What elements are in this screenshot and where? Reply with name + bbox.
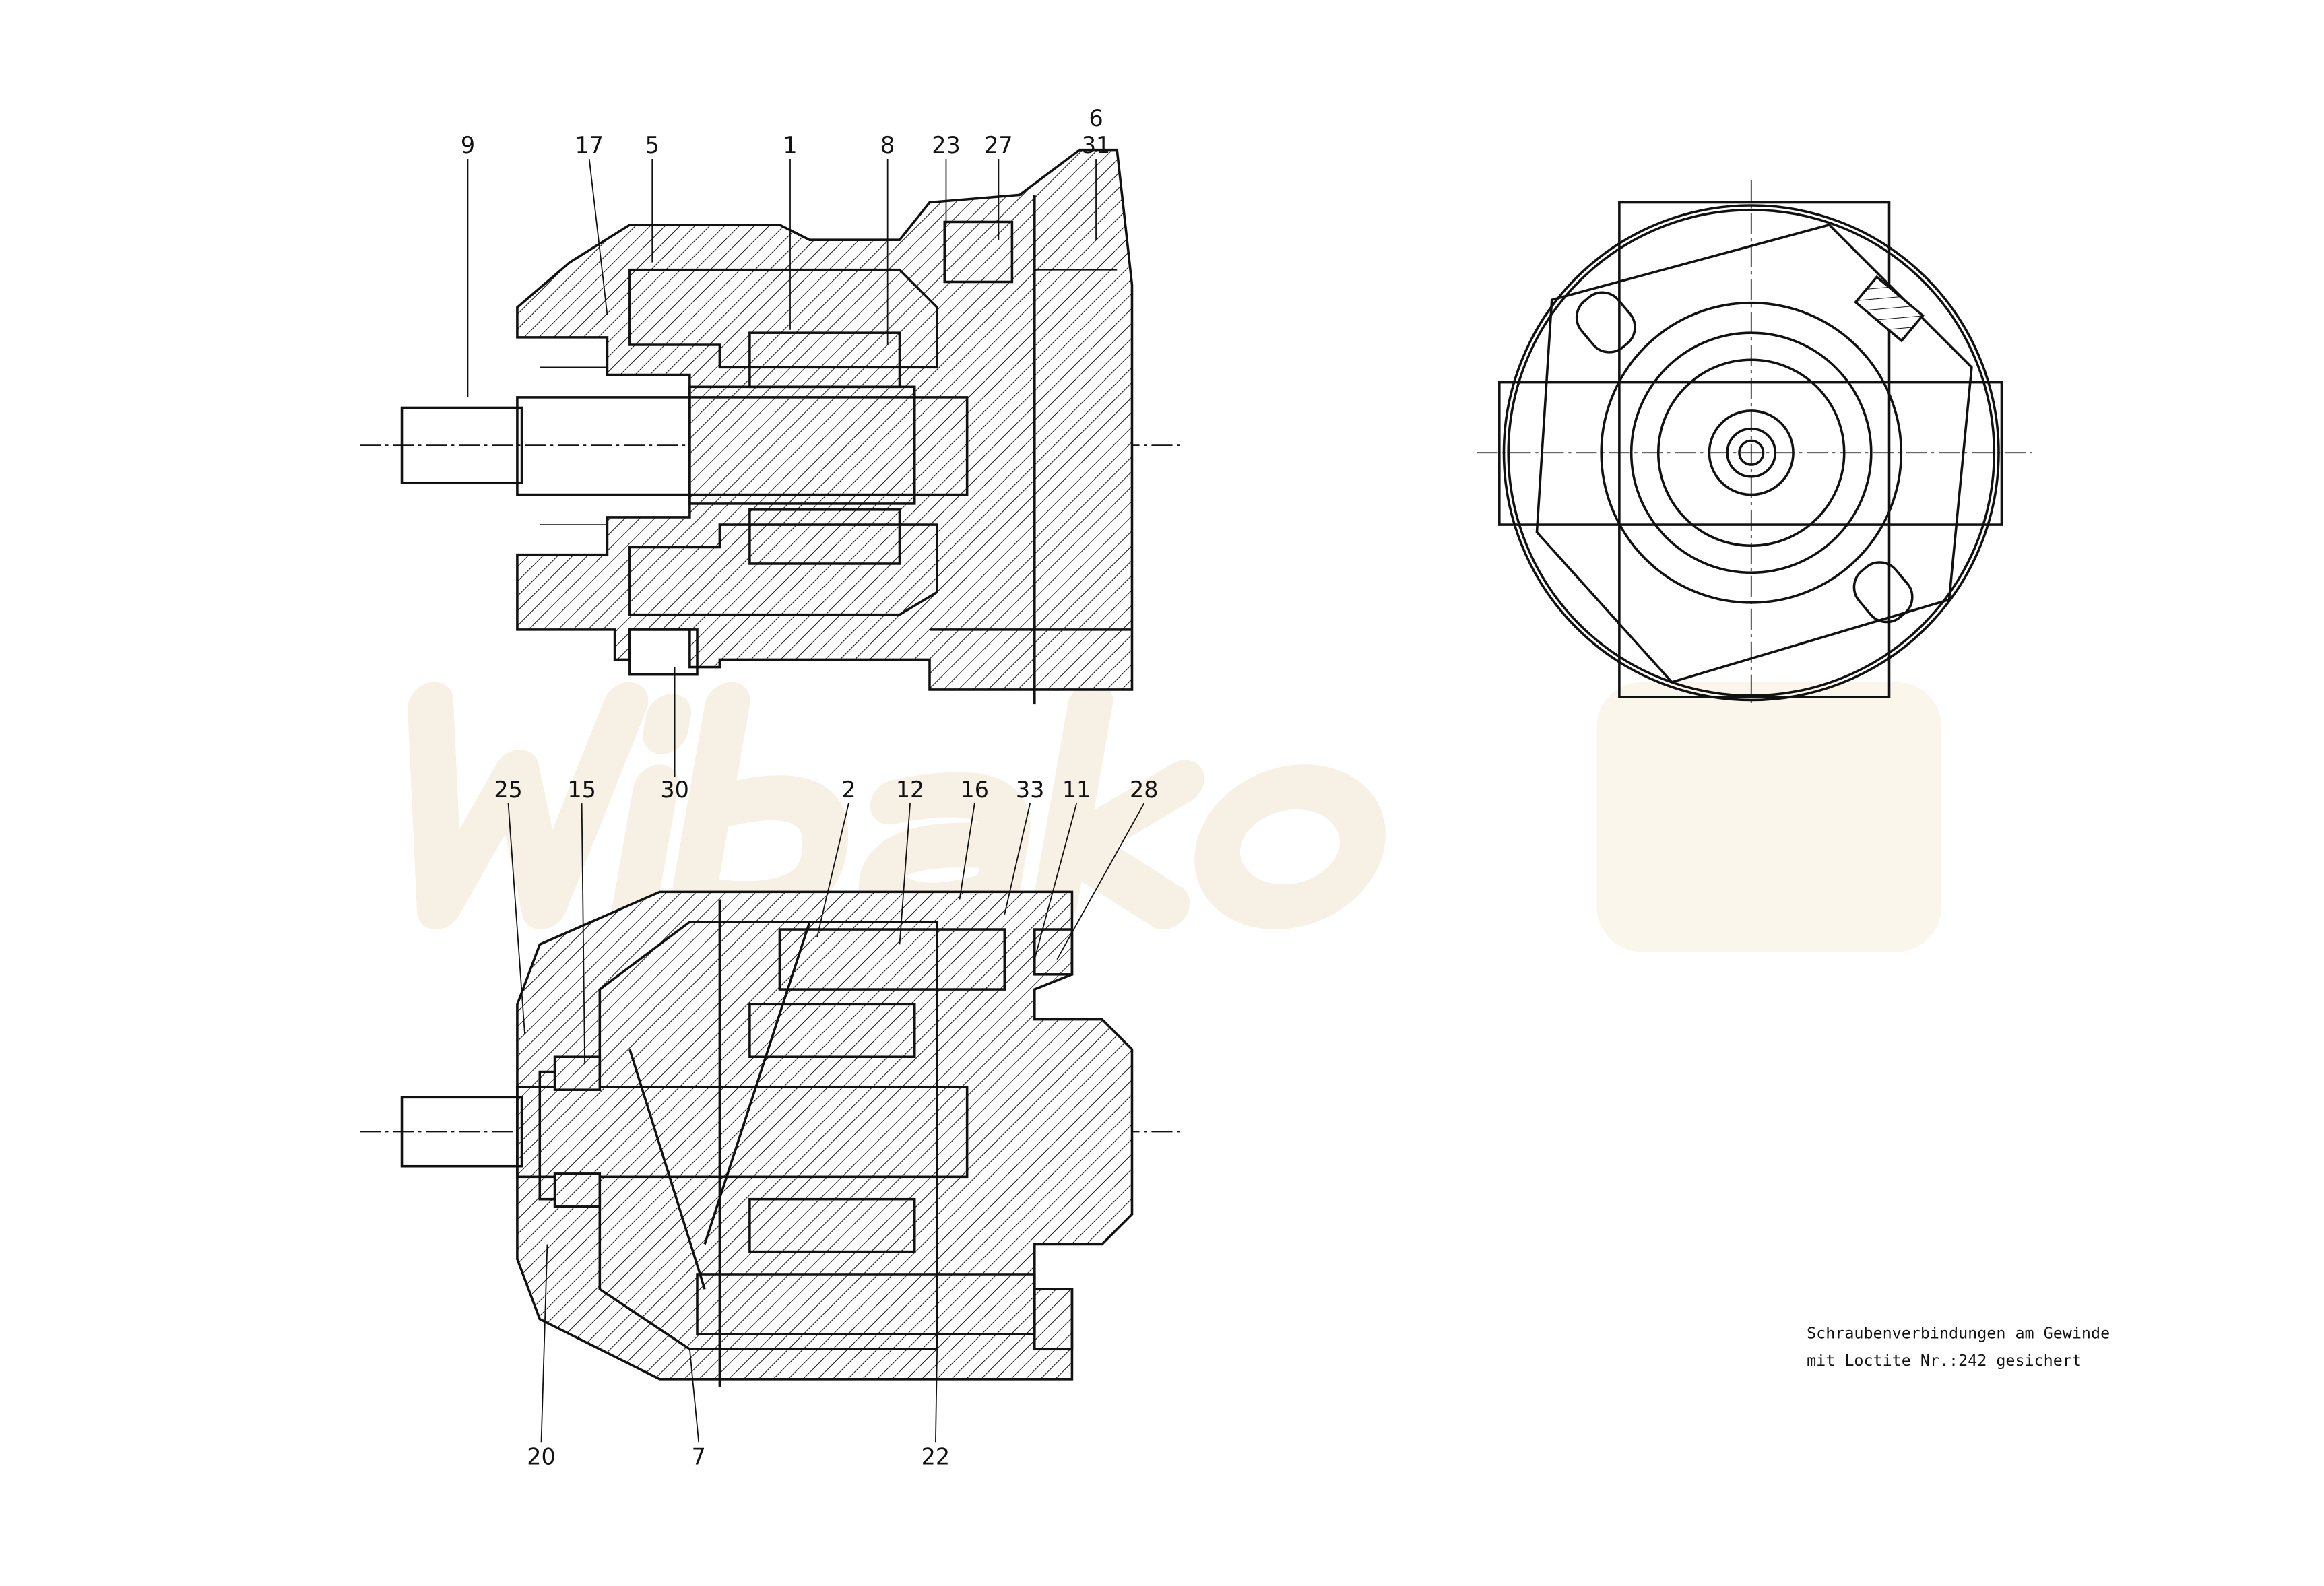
part-label-6: 6 [1089,105,1103,131]
watermark-badge [1596,682,1942,952]
part-label-17: 17 [575,132,604,158]
part-label-5: 5 [645,132,659,158]
part-label-15: 15 [567,777,595,803]
part-label-33: 33 [1016,777,1044,803]
part-label-7: 7 [692,1444,706,1470]
part-label-22: 22 [922,1444,950,1470]
part-label-20: 20 [527,1444,555,1470]
top-view-part-labels: 9 17 5 1 8 23 27 6 31 30 [461,105,1110,803]
part-label-12: 12 [896,777,924,803]
part-label-30: 30 [660,777,688,803]
part-label-1: 1 [783,132,797,158]
part-label-23: 23 [932,132,960,158]
part-label-11: 11 [1062,777,1091,803]
part-label-31: 31 [1082,132,1110,158]
bottom-section-view [360,890,1185,1387]
part-label-28: 28 [1130,777,1158,803]
part-label-2: 2 [841,777,856,803]
part-label-27: 27 [984,132,1012,158]
bottom-view-leaders [507,803,1145,1443]
end-view [1477,180,2032,705]
part-label-9: 9 [461,132,475,158]
top-section-view [360,148,1185,705]
note-line-1: Schraubenverbindungen am Gewinde [1807,1324,2110,1343]
part-label-16: 16 [961,777,989,803]
bottom-view-part-labels: 25 15 2 12 16 33 11 28 20 7 22 [494,777,1158,1469]
note-line-2: mit Loctite Nr.:242 gesichert [1807,1351,2081,1370]
top-view-leaders [467,158,1097,777]
watermark-logo [408,682,1386,930]
part-label-8: 8 [880,132,895,158]
part-label-25: 25 [494,777,522,803]
assembly-note: Schraubenverbindungen am Gewinde mit Loc… [1807,1324,2110,1370]
